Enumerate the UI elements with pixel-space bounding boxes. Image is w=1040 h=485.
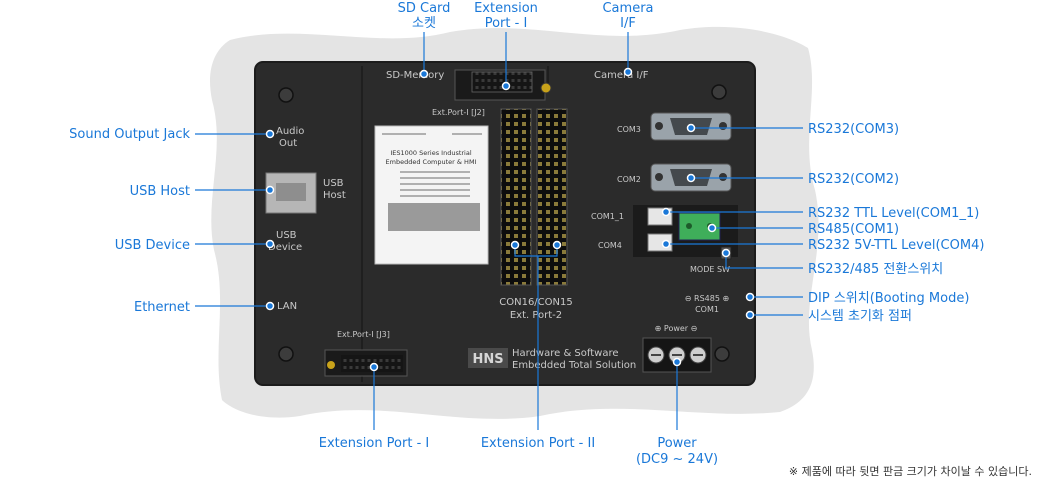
label-power-1: Power [657,436,697,451]
label-com2: RS232(COM2) [808,172,899,187]
label-usb-host: USB Host [130,184,190,199]
silk-sd-memory: SD-Memory [386,70,444,81]
label-sd-card-1: SD Card [398,1,451,16]
silk-ext-port-j2: Ext.Port-I [J2] [432,108,485,117]
con15-header [536,108,568,286]
silk-com4: COM4 [598,241,622,250]
sticker-series: IES1000 Series Industrial [390,149,471,157]
silk-camera-if: Camera I/F [594,70,649,81]
label-dip-switch: DIP 스위치(Booting Mode) [808,291,969,306]
silk-usb-host-2: Host [323,190,346,201]
silk-brand-text-1: Hardware & Software [512,348,619,359]
brand-logo-box [468,348,508,368]
label-ext-port-top-2: Port - I [485,16,528,31]
silk-usb-device-2: Device [268,242,302,253]
label-ext-port-2-bottom: Extension Port - II [481,436,595,451]
ext-port-1-top-header [471,71,533,93]
label-rs485: RS485(COM1) [808,222,899,237]
label-sd-card-2: 소켓 [412,16,436,31]
sticker-desc: Embedded Computer & HMI [386,158,477,166]
con16-header [500,108,532,286]
silk-audio-out-1: Audio [276,126,304,137]
silk-con16-1: CON16/CON15 [499,297,573,308]
silk-mode-sw: MODE SW [690,265,730,274]
label-camera-2: I/F [620,16,636,31]
label-power-2: (DC9 ~ 24V) [636,452,718,467]
label-camera-1: Camera [602,1,653,16]
label-mode-switch: RS232/485 전환스위치 [808,262,943,277]
silk-brand-text-2: Embedded Total Solution [512,360,636,371]
label-com3: RS232(COM3) [808,122,899,137]
silk-usb-host-1: USB [323,178,344,189]
label-usb-device: USB Device [115,238,190,253]
label-ext-port-1-bottom: Extension Port - I [319,436,430,451]
silk-ext-port-j3: Ext.Port-I [J3] [337,330,390,339]
footnote: ※ 제품에 따라 뒷면 판금 크기가 차이날 수 있습니다. [788,465,1032,478]
silk-rs485-2: COM1 [695,305,719,314]
label-com1-1: RS232 TTL Level(COM1_1) [808,206,979,221]
label-ethernet: Ethernet [134,300,190,315]
silk-usb-device-1: USB [276,230,297,241]
silk-con16-2: Ext. Port-2 [510,310,562,321]
product-sticker: IES1000 Series Industrial Embedded Compu… [374,125,489,265]
silk-lan: LAN [277,301,297,312]
label-com4: RS232 5V-TTL Level(COM4) [808,238,984,253]
silk-audio-out-2: Out [279,138,297,149]
silk-com3: COM3 [617,125,641,134]
silk-rs485-1: ⊖ RS485 ⊕ [685,294,729,303]
silk-com1-1: COM1_1 [591,212,624,221]
brand-logo: HNS [472,352,503,367]
label-ext-port-top-1: Extension [474,1,538,16]
label-sound-output: Sound Output Jack [69,127,190,142]
label-init-jumper: 시스템 초기화 점퍼 [808,309,912,324]
silk-power: ⊕ Power ⊖ [655,324,698,333]
screws [278,84,730,362]
silk-com2: COM2 [617,175,641,184]
